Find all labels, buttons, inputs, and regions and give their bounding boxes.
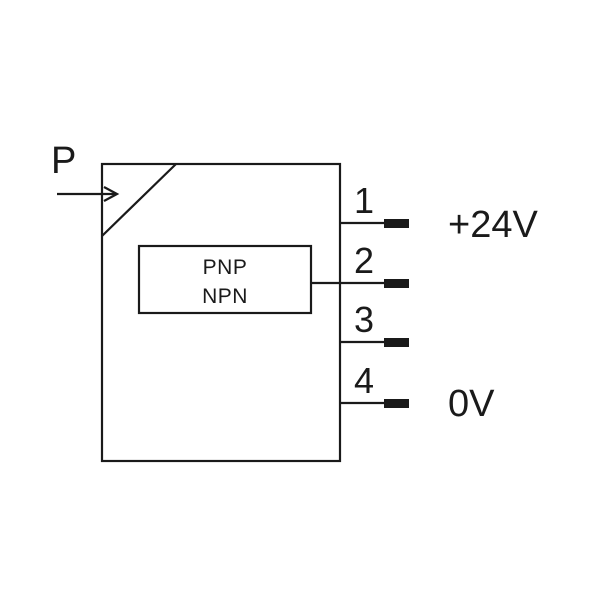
pin-1-number: 1 — [354, 180, 374, 221]
input-arrowhead-icon — [103, 186, 120, 202]
pressure-element-diagonal — [101, 163, 177, 237]
pin-4-terminal-icon — [384, 399, 409, 408]
pin-1-label: +24V — [448, 204, 538, 246]
sensor-body — [100, 162, 342, 463]
pin-2-number: 2 — [354, 240, 374, 281]
pin-1-terminal-icon — [384, 219, 409, 228]
mode-pnp-label: PNP — [203, 256, 248, 279]
input-label: P — [51, 140, 76, 182]
mode-npn-label: NPN — [202, 285, 248, 308]
pin-2-terminal-icon — [384, 279, 409, 288]
switch-mode-box — [137, 244, 313, 315]
pin-4-number: 4 — [354, 360, 374, 401]
pin-3-number: 3 — [354, 299, 374, 340]
pin-3-terminal-icon — [384, 338, 409, 347]
pin-4-label: 0V — [448, 383, 495, 425]
